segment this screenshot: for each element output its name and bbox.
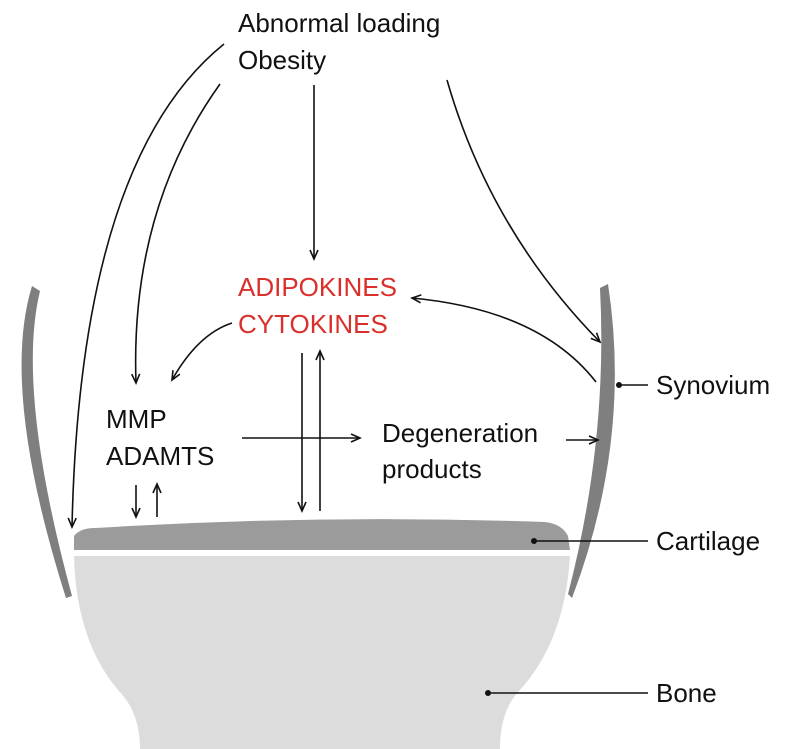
label-bone: Bone	[656, 678, 717, 708]
label-abnormal-loading: Abnormal loading	[238, 8, 440, 38]
label-degeneration: Degeneration	[382, 418, 538, 448]
label-cartilage: Cartilage	[656, 526, 760, 556]
arrow-synovium-to-adipokines	[412, 298, 596, 382]
label-adipokines: ADIPOKINES	[238, 272, 397, 302]
label-obesity: Obesity	[238, 45, 326, 75]
arrow-loading-to-synovium	[447, 80, 600, 342]
arrow-adipokines-to-mmp	[172, 323, 232, 380]
label-synovium: Synovium	[656, 370, 770, 400]
label-adamts: ADAMTS	[106, 441, 214, 471]
label-mmp: MMP	[106, 404, 167, 434]
cartilage-layer	[74, 519, 570, 550]
arrow-loading-to-mmp	[136, 84, 220, 383]
label-cytokines: CYTOKINES	[238, 309, 388, 339]
synovium-leader	[616, 382, 648, 388]
synovium-left	[22, 286, 72, 598]
label-products: products	[382, 454, 482, 484]
synovium-right	[568, 284, 615, 598]
bone-shape	[74, 556, 570, 749]
